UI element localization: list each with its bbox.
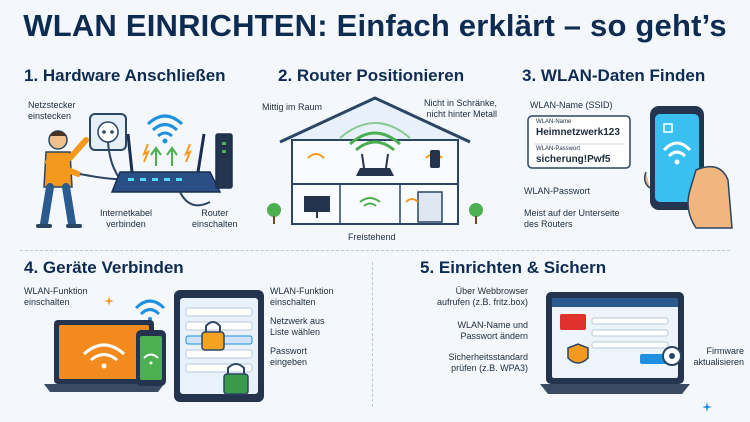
devices-illustration bbox=[44, 290, 264, 402]
router-sticker bbox=[527, 115, 631, 169]
label-password: WLAN-Passwort bbox=[524, 186, 591, 196]
label-update-firmware: Firmware aktualisieren bbox=[693, 346, 744, 367]
hardware-illustration bbox=[36, 113, 233, 228]
label-plug-in: Netzstecker einstecken bbox=[28, 100, 76, 121]
divider-horizontal bbox=[20, 250, 730, 251]
section-setup-title: 5. Einrichten & Sichern bbox=[420, 258, 607, 277]
section-hardware-title: 1. Hardware Anschließen bbox=[24, 66, 226, 85]
label-sticker-location: Meist auf der Unterseite des Routers bbox=[524, 208, 620, 229]
phone-hand-illustration bbox=[643, 106, 733, 229]
label-change-credentials: WLAN-Name und Passwort ändern bbox=[457, 320, 528, 341]
label-free-standing: Freistehend bbox=[348, 232, 396, 242]
label-wifi-on-tablet: WLAN-Funktion einschalten bbox=[270, 286, 334, 307]
label-check-security: Sicherheitsstandard prüfen (z.B. WPA3) bbox=[448, 352, 528, 373]
label-enter-password: Passwort eingeben bbox=[270, 346, 308, 367]
sparkle-icon bbox=[702, 402, 712, 412]
section-wifi-data-title: 3. WLAN-Daten Finden bbox=[522, 66, 706, 85]
sparkle-icon bbox=[104, 296, 114, 306]
card-password-value: sicherung!Pwf5 bbox=[536, 154, 611, 165]
label-power-on: Router einschalten bbox=[192, 208, 238, 229]
label-open-browser: Über Webbrowser aufrufen (z.B. fritz.box… bbox=[436, 286, 528, 307]
page-title: WLAN EINRICHTEN: Einfach erklärt – so ge… bbox=[23, 8, 727, 43]
label-connect-cable: Internetkabel verbinden bbox=[100, 208, 153, 229]
divider-vertical bbox=[372, 262, 373, 407]
label-ssid: WLAN-Name (SSID) bbox=[530, 100, 613, 110]
label-center-room: Mittig im Raum bbox=[262, 102, 323, 112]
label-avoid-cabinets: Nicht in Schränke, nicht hinter Metall bbox=[424, 98, 498, 119]
card-name-caption: WLAN-Name bbox=[536, 119, 572, 125]
label-choose-network: Netzwerk aus Liste wählen bbox=[270, 316, 325, 337]
label-wifi-on-laptop: WLAN-Funktion einschalten bbox=[24, 286, 88, 307]
card-name-value: Heimnetzwerk123 bbox=[536, 127, 620, 138]
section-connect-title: 4. Geräte Verbinden bbox=[24, 258, 184, 277]
browser-illustration bbox=[540, 292, 690, 394]
section-position-title: 2. Router Positionieren bbox=[278, 66, 465, 85]
house-illustration bbox=[267, 96, 483, 225]
card-password-caption: WLAN-Passwort bbox=[536, 146, 581, 152]
